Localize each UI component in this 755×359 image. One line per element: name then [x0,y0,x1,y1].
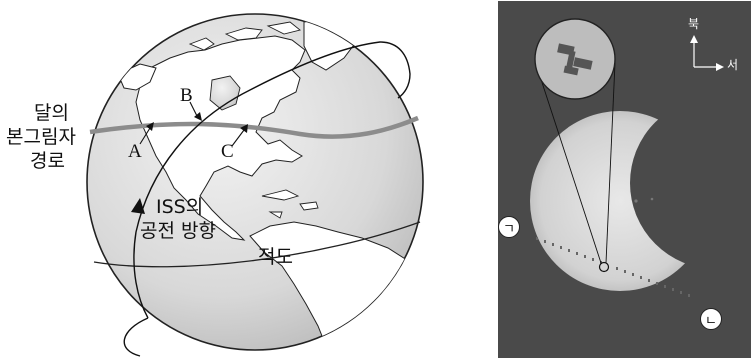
iss-direction-arrow [131,198,145,214]
pointer-c-head [240,124,248,133]
iss-orbit-back [123,317,149,357]
compass-west-arrowhead [716,63,724,71]
caribbean-islands [261,189,319,219]
mark-end-label: ㄴ [700,308,722,330]
equator-label: 적도 [258,246,293,268]
zoom-line-left [534,60,602,264]
iss-highlight-circle [598,261,610,273]
mark-start-label: ㄱ [498,216,520,238]
equator-line [93,221,421,268]
point-a-label: A [128,141,142,162]
iss-label-line1: ISS의 [156,196,204,218]
north-america-landmass [135,35,306,241]
shadow-path-label-line2: 본그림자 [6,126,76,148]
iss-silhouette [557,43,593,76]
compass-north-label: 북 [688,17,700,31]
shadow-path-label-line1: 달의 [34,102,69,124]
pointer-b-head [194,112,202,121]
sunspot [634,199,638,203]
compass-west-label: 서 [727,58,739,72]
zoom-line-right [605,62,616,264]
compass-north-arrowhead [690,35,698,43]
globe-diagram [86,13,424,357]
iss-transit-track [536,237,690,297]
point-b-label: B [180,85,193,106]
pointer-a-head [146,122,154,131]
pointer-a [139,127,151,145]
shadow-path-label-line3: 경로 [30,150,65,172]
sunspot [650,197,654,201]
iss-label-line2: 공전 방향 [140,220,216,242]
iss-orbit [133,41,411,319]
eclipsed-sun [530,111,710,291]
pointer-c [231,129,245,147]
hudson-bay [209,75,241,111]
eclipse-photo [498,1,751,358]
arctic-islands [188,21,301,51]
point-c-label: C [221,141,234,162]
